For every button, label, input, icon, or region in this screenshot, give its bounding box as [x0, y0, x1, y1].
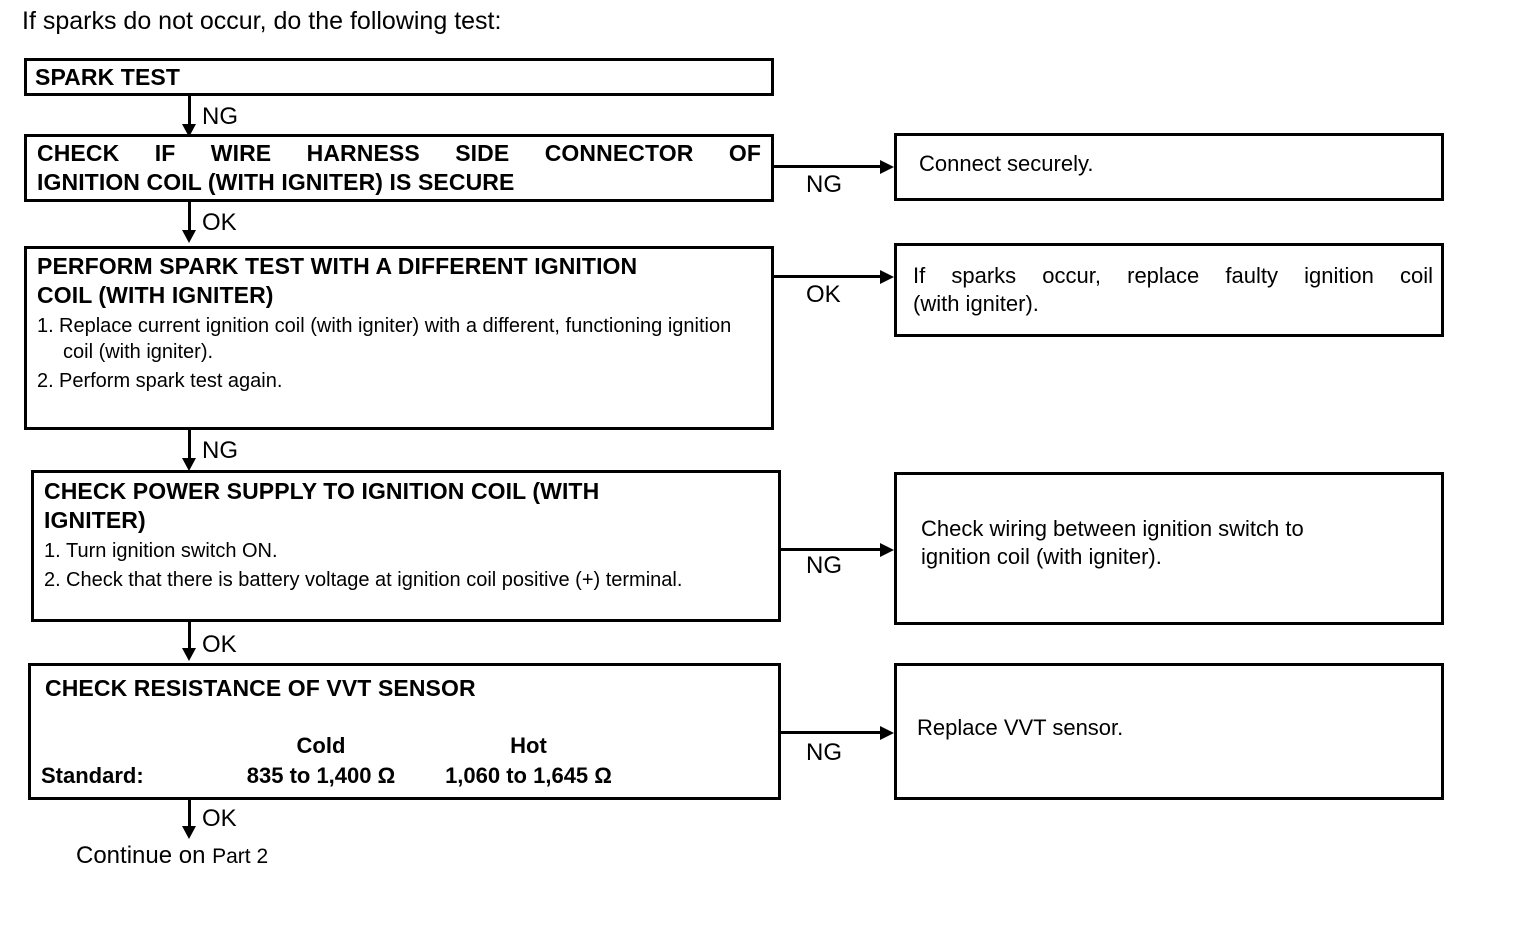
edge-label-ok-2: OK — [202, 631, 237, 658]
box-replace-vvt-sensor-text: Replace VVT sensor. — [917, 715, 1124, 740]
continue-main-label: Continue on — [76, 842, 213, 869]
box-replace-faulty-coil-line2: (with igniter). — [913, 291, 1039, 316]
arrow-right-1 — [880, 160, 894, 174]
box-check-vvt-resistance: CHECK RESISTANCE OF VVT SENSOR Cold Hot … — [28, 663, 781, 800]
box-perform-spark-test-title-line1: PERFORM SPARK TEST WITH A DIFFERENT IGNI… — [37, 253, 638, 279]
connector-line-1 — [188, 96, 191, 128]
box-check-power-supply: CHECK POWER SUPPLY TO IGNITION COIL (WIT… — [31, 470, 781, 622]
box-replace-faulty-coil: If sparks occur, replace faulty ignition… — [894, 243, 1444, 337]
edge-label-ng-right-3: NG — [806, 739, 842, 766]
connector-line-right-4 — [781, 731, 882, 734]
edge-label-ng-2: NG — [202, 437, 238, 464]
box-check-wiring: Check wiring between ignition switch to … — [894, 472, 1444, 625]
arrow-down-4 — [182, 648, 196, 661]
edge-label-ng-right-2: NG — [806, 552, 842, 579]
edge-label-ok-3: OK — [202, 805, 237, 832]
standard-table: Cold Hot Standard: 835 to 1,400 Ω 1,060 … — [31, 731, 778, 791]
edge-label-ok-right-1: OK — [806, 281, 841, 308]
standard-header-row: Cold Hot — [31, 731, 778, 761]
box-spark-test-title: SPARK TEST — [35, 64, 180, 90]
arrow-down-2 — [182, 230, 196, 243]
standard-value-hot: 1,060 to 1,645 Ω — [445, 763, 612, 788]
standard-value-row: Standard: 835 to 1,400 Ω 1,060 to 1,645 … — [31, 761, 778, 791]
box-check-wiring-line2: ignition coil (with igniter). — [921, 544, 1162, 569]
step-text: Replace current ignition coil (with igni… — [59, 315, 732, 363]
step-text: Perform spark test again. — [59, 370, 283, 392]
box-connect-securely-text: Connect securely. — [919, 151, 1094, 176]
list-item: 2.Perform spark test again. — [37, 368, 761, 394]
box-check-power-supply-steps: 1.Turn ignition switch ON. 2.Check that … — [34, 538, 778, 593]
step-number: 2. — [37, 370, 54, 392]
edge-label-ok-1: OK — [202, 209, 237, 236]
list-item: 1.Replace current ignition coil (with ig… — [37, 313, 761, 365]
box-check-power-supply-title-line2: IGNITER) — [44, 507, 146, 533]
box-perform-spark-test-steps: 1.Replace current ignition coil (with ig… — [27, 313, 771, 394]
arrow-right-3 — [880, 543, 894, 557]
standard-value-cold: 835 to 1,400 Ω — [246, 763, 396, 788]
box-replace-vvt-sensor: Replace VVT sensor. — [894, 663, 1444, 800]
standard-column-cold: Cold — [296, 733, 346, 758]
edge-label-ng-right-1: NG — [806, 171, 842, 198]
edge-label-ng-1: NG — [202, 103, 238, 130]
box-check-connector-title-line2: IGNITION COIL (WITH IGNITER) IS SECURE — [37, 169, 515, 195]
box-check-connector: CHECK IF WIRE HARNESS SIDE CONNECTOR OF … — [24, 134, 774, 202]
continue-text: Continue on Part 2 — [76, 842, 268, 871]
arrow-down-3 — [182, 458, 196, 471]
continue-part-label: Part 2 — [212, 845, 269, 868]
connector-line-2 — [188, 202, 191, 234]
list-item: 2.Check that there is battery voltage at… — [44, 567, 768, 593]
box-perform-spark-test: PERFORM SPARK TEST WITH A DIFFERENT IGNI… — [24, 246, 774, 430]
standard-column-hot: Hot — [510, 733, 547, 758]
step-text: Turn ignition switch ON. — [66, 540, 278, 562]
arrow-down-5 — [182, 826, 196, 839]
connector-line-right-2 — [774, 275, 882, 278]
connector-line-right-1 — [774, 165, 882, 168]
step-text: Check that there is battery voltage at i… — [66, 569, 683, 591]
connector-line-4 — [188, 622, 191, 652]
box-perform-spark-test-title-line2: COIL (WITH IGNITER) — [37, 282, 274, 308]
box-check-wiring-line1: Check wiring between ignition switch to — [921, 516, 1304, 541]
arrow-down-1 — [182, 124, 196, 137]
standard-header-spacer — [31, 731, 226, 761]
box-spark-test: SPARK TEST — [24, 58, 774, 96]
box-connect-securely: Connect securely. — [894, 133, 1444, 201]
connector-line-3 — [188, 430, 191, 462]
box-check-vvt-resistance-title: CHECK RESISTANCE OF VVT SENSOR — [45, 675, 476, 701]
box-replace-faulty-coil-line1: If sparks occur, replace faulty ignition… — [913, 263, 1433, 288]
arrow-right-2 — [880, 270, 894, 284]
arrow-right-4 — [880, 726, 894, 740]
standard-label: Standard: — [41, 763, 144, 788]
step-number: 2. — [44, 569, 61, 591]
list-item: 1.Turn ignition switch ON. — [44, 538, 768, 564]
step-number: 1. — [37, 315, 54, 337]
box-check-power-supply-title-line1: CHECK POWER SUPPLY TO IGNITION COIL (WIT… — [44, 478, 600, 504]
box-check-connector-title-line1: CHECK IF WIRE HARNESS SIDE CONNECTOR OF — [37, 140, 761, 166]
step-number: 1. — [44, 540, 61, 562]
connector-line-5 — [188, 800, 191, 830]
intro-text: If sparks do not occur, do the following… — [22, 7, 502, 35]
connector-line-right-3 — [781, 548, 882, 551]
